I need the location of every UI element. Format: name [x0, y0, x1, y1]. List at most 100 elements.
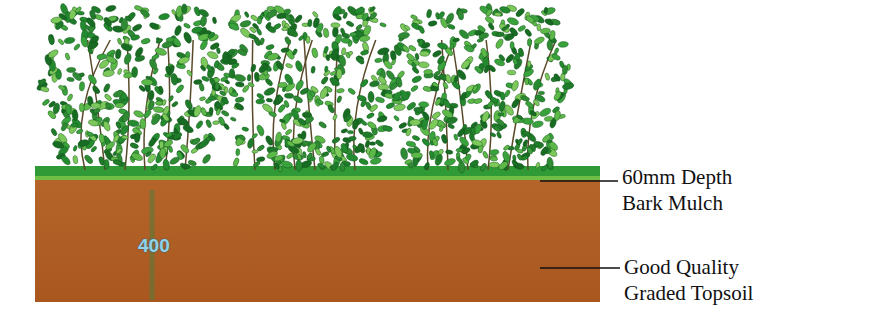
leaf — [533, 36, 545, 46]
leaf — [499, 5, 511, 14]
leaf — [88, 119, 100, 127]
leaf — [377, 47, 390, 56]
leaf — [234, 102, 245, 112]
leaf — [105, 54, 117, 64]
leaf — [330, 71, 337, 76]
leaf — [71, 71, 83, 82]
leaf — [40, 86, 50, 93]
leaf — [553, 73, 561, 82]
leaf — [205, 119, 212, 128]
leaf — [57, 38, 64, 46]
leaf — [342, 12, 348, 19]
leaf — [424, 69, 433, 74]
leaf — [121, 111, 131, 123]
leaf — [201, 153, 212, 165]
leaf — [112, 89, 124, 98]
leaf — [447, 23, 456, 30]
leaf — [148, 100, 156, 111]
leaf — [369, 6, 376, 13]
leaf — [512, 58, 518, 66]
leaf — [537, 24, 541, 31]
leaf — [358, 158, 369, 166]
leaf — [47, 110, 57, 121]
leaf — [533, 140, 544, 148]
leaf — [541, 133, 552, 143]
leaf — [445, 12, 456, 25]
leaf — [437, 42, 449, 50]
leaf — [324, 66, 328, 72]
leaf — [440, 134, 448, 144]
leaf — [79, 81, 85, 91]
leaf — [200, 65, 207, 72]
leaf — [223, 123, 230, 131]
leaf — [120, 42, 133, 53]
leaf — [171, 101, 179, 108]
leaf — [159, 148, 166, 159]
leaf — [410, 14, 418, 20]
leaf — [72, 110, 79, 121]
material-label: 60mm Depth Bark Mulch — [622, 164, 772, 216]
leaf — [250, 64, 257, 73]
leaf — [393, 115, 400, 122]
leaf — [532, 78, 543, 91]
leaf — [319, 87, 329, 100]
leaf — [333, 145, 343, 158]
leaf — [60, 122, 68, 132]
leaf — [439, 125, 444, 132]
leaf — [457, 9, 464, 20]
leaf — [362, 131, 373, 138]
leaf — [209, 107, 213, 114]
leaf — [482, 151, 489, 160]
leaf — [413, 145, 421, 153]
leader-line — [540, 180, 618, 182]
leaf — [297, 154, 302, 161]
leaf — [292, 153, 304, 161]
leaf — [312, 11, 319, 19]
leaf — [359, 78, 369, 88]
leaf — [278, 82, 287, 88]
leaf — [369, 103, 379, 113]
leaf — [432, 49, 443, 58]
leaf — [478, 32, 489, 40]
leaf — [47, 48, 59, 59]
leaf — [355, 55, 366, 65]
leaf — [343, 113, 353, 123]
leaf — [168, 95, 174, 102]
leaf — [521, 95, 530, 102]
leaf — [251, 133, 258, 139]
leaf — [320, 76, 329, 86]
leaf — [332, 13, 342, 21]
leaf — [264, 135, 274, 147]
leaf — [315, 98, 324, 105]
leaf — [323, 28, 329, 38]
leaf — [524, 28, 533, 37]
leaf — [540, 164, 548, 172]
leaf — [304, 115, 315, 125]
leaf — [237, 48, 248, 57]
leaf — [480, 47, 488, 58]
leaf — [60, 154, 72, 166]
leaf — [350, 32, 358, 37]
leaf — [309, 90, 316, 97]
leaf — [544, 73, 550, 81]
leaf — [406, 101, 417, 111]
leaf — [509, 26, 519, 37]
leaf — [332, 26, 339, 37]
leaf — [340, 162, 345, 171]
leaf — [360, 99, 367, 108]
leaf — [481, 110, 491, 123]
leaf — [117, 38, 122, 45]
leaf — [238, 134, 246, 141]
leaf — [76, 128, 84, 134]
leaf — [469, 159, 480, 168]
leaf — [368, 91, 375, 102]
leaf — [198, 138, 210, 149]
leaf — [236, 148, 240, 155]
leaf — [285, 63, 293, 69]
leaf — [50, 128, 58, 137]
leaf — [117, 68, 122, 75]
leaf — [379, 22, 386, 28]
leaf — [456, 156, 464, 164]
leaf — [391, 90, 403, 102]
leaf — [315, 22, 324, 34]
